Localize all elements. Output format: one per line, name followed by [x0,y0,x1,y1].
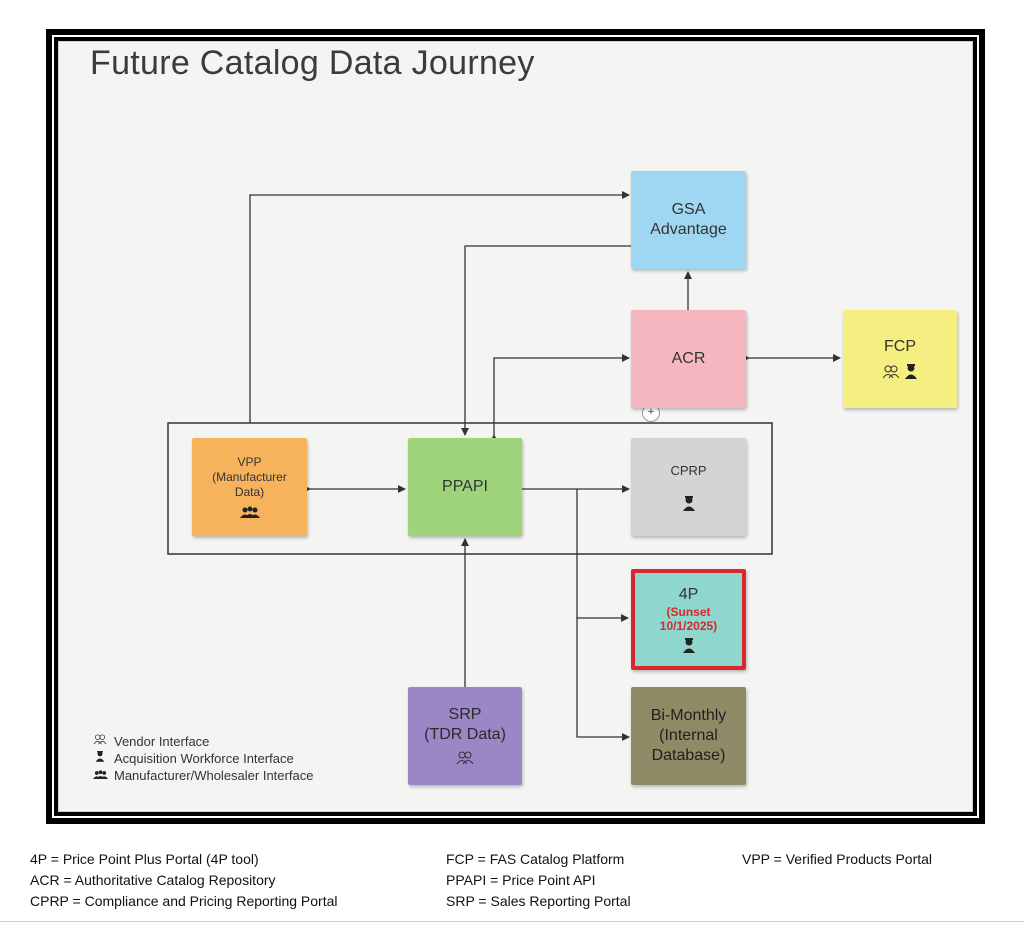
legend-item-acquisition: Acquisition Workforce Interface [92,750,313,767]
vendor-icon [92,733,108,750]
node-4p: 4P (Sunset 10/1/2025) [631,569,746,670]
ppapi-label: PPAPI [442,478,488,495]
divider [0,921,1024,922]
diagram-frame [46,29,985,824]
diagram-title: Future Catalog Data Journey [90,44,535,82]
fcp-icons [882,363,918,381]
legend-item-vendor: Vendor Interface [92,733,313,750]
legend-item-manufacturer: Manufacturer/Wholesaler Interface [92,767,313,784]
vpp-line1: VPP [237,454,262,469]
acquisition-workforce-icon [904,364,918,382]
arrow-ppapi-to-bimonthly [576,618,630,741]
interface-group-box [167,422,773,555]
arrow-acr-ppapi [490,354,630,442]
manufacturer-wholesaler-icon [92,767,108,784]
abbr-fcp: FCP = FAS Catalog Platform [446,851,625,867]
bimonthly-line2: (Internal [659,727,718,744]
acquisition-workforce-icon [682,637,696,655]
fourp-sunset-line1: (Sunset [666,604,711,619]
srp-line1: SRP [448,706,482,723]
vpp-line3: Data) [234,484,265,499]
node-vpp: VPP (Manufacturer Data) [192,438,307,536]
node-srp: SRP (TDR Data) [408,687,522,785]
gsa-line2: Advantage [650,221,727,238]
vendor-icon [882,365,904,382]
abbr-acr: ACR = Authoritative Catalog Repository [30,872,276,888]
vpp-line2: (Manufacturer [212,469,287,484]
abbr-srp: SRP = Sales Reporting Portal [446,893,631,909]
node-fcp: FCP [843,310,957,408]
node-cprp: CPRP [631,438,746,536]
fourp-sunset-line2: 10/1/2025) [659,618,718,633]
fourp-label: 4P [678,585,699,603]
abbr-ppapi: PPAPI = Price Point API [446,872,596,888]
fcp-label: FCP [884,338,916,355]
abbr-vpp: VPP = Verified Products Portal [742,851,933,867]
abbr-cprp: CPRP = Compliance and Pricing Reporting … [30,893,338,909]
srp-line2: (TDR Data) [424,726,506,743]
legend: Vendor Interface Acquisition Workforce I… [92,733,313,784]
node-acr: ACR [631,310,746,408]
abbreviations-col1: 4P = Price Point Plus Portal (4P tool) A… [30,849,338,912]
node-bi-monthly: Bi-Monthly (Internal Database) [631,687,746,785]
legend-label-acquisition: Acquisition Workforce Interface [114,751,294,766]
arrow-vpp-to-gsa [249,191,630,423]
arrow-gsa-to-ppapi [461,245,631,436]
acr-label: ACR [671,350,706,367]
abbreviations-col2: FCP = FAS Catalog Platform PPAPI = Price… [446,849,631,912]
bimonthly-line1: Bi-Monthly [650,707,727,724]
cprp-label: CPRP [670,463,707,478]
abbr-4p: 4P = Price Point Plus Portal (4P tool) [30,851,259,867]
gsa-line1: GSA [671,201,706,218]
vendor-icon [456,751,474,767]
legend-label-vendor: Vendor Interface [114,734,210,749]
abbreviations-col3: VPP = Verified Products Portal [742,849,932,870]
legend-label-manufacturer: Manufacturer/Wholesaler Interface [114,768,314,783]
node-ppapi: PPAPI [408,438,522,536]
acquisition-workforce-icon [682,495,696,513]
acquisition-workforce-icon [92,750,108,767]
manufacturer-wholesaler-icon [239,506,260,520]
node-gsa-advantage: GSA Advantage [631,171,746,269]
bimonthly-line3: Database) [651,747,726,764]
